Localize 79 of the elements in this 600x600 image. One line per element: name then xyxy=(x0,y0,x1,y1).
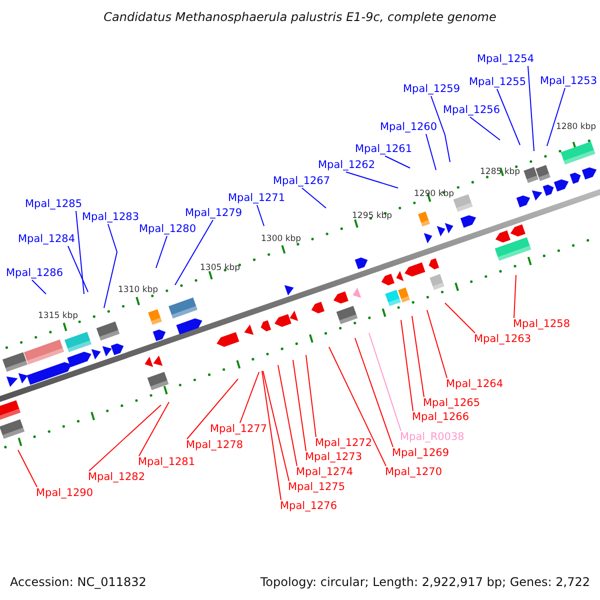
gene-label: Mpal_1271 xyxy=(228,192,286,205)
leader-line xyxy=(302,188,326,208)
leader-line xyxy=(444,302,476,334)
title: Candidatus Methanosphaerula palustris E1-9c, complete genome xyxy=(104,10,496,24)
scale-label: 1310 kbp xyxy=(118,285,158,296)
leader-line xyxy=(76,210,84,294)
gene-label: Mpal_1279 xyxy=(185,207,242,220)
leader-line xyxy=(68,246,88,292)
gene-label: Mpal_1276 xyxy=(280,500,338,513)
gene-label: Mpal_1253 xyxy=(540,75,598,88)
leader-line xyxy=(368,332,402,432)
gene-label: Mpal_1286 xyxy=(6,267,64,280)
gene-label: Mpal_1270 xyxy=(385,466,442,479)
leader-line xyxy=(346,172,398,188)
gene-label: Mpal_1273 xyxy=(305,451,362,464)
leader-line xyxy=(262,370,290,482)
footer-text: Topology: circular; Length: 2,922,917 bp; Genes: 2,722 xyxy=(260,574,590,590)
leader-line xyxy=(156,236,168,268)
gene-label: Mpal_1255 xyxy=(469,76,526,89)
scale-label: 1285 kbp xyxy=(480,167,520,178)
leader-line xyxy=(174,220,214,286)
gene-label: Mpal_1272 xyxy=(315,437,372,450)
gene-label: Mpal_1278 xyxy=(186,439,244,452)
gene-label: Mpal_1266 xyxy=(412,411,470,424)
leader-line xyxy=(262,370,282,500)
leader-line xyxy=(546,88,566,146)
gene-label: Mpal_1277 xyxy=(210,423,268,436)
leader-line xyxy=(528,66,534,152)
leader-line xyxy=(426,134,436,170)
gene-label: Mpal_1267 xyxy=(273,175,330,188)
leader-line xyxy=(32,280,46,294)
gene-label: Mpal_1264 xyxy=(446,378,504,391)
gene-label: Mpal_1259 xyxy=(403,83,460,96)
gene-label: Mpal_1256 xyxy=(443,104,500,117)
leader-line xyxy=(514,274,516,318)
scale-label: 1280 kbp xyxy=(556,122,596,133)
gene-label: Mpal_1290 xyxy=(36,487,94,500)
leader-line xyxy=(384,156,410,168)
gene-label: Mpal_1265 xyxy=(423,397,480,410)
leader-line xyxy=(496,88,520,146)
gene-label: Mpal_1269 xyxy=(392,447,450,460)
gene-label: Mpal_1263 xyxy=(474,333,532,346)
scale-label: 1315 kbp xyxy=(38,311,78,322)
leader-line xyxy=(412,316,424,398)
gene-label: Mpal_1275 xyxy=(288,481,346,494)
scale-label: 1290 kbp xyxy=(414,189,454,200)
gene-label: Mpal_R0038 xyxy=(400,431,464,444)
gene-label: Mpal_1274 xyxy=(296,466,354,479)
leader-line xyxy=(354,338,394,448)
leader-line xyxy=(104,224,118,308)
leader-line xyxy=(88,404,162,472)
gene-label: Mpal_1261 xyxy=(355,143,412,156)
leader-line xyxy=(292,360,306,452)
gene-label: Mpal_1281 xyxy=(138,456,196,469)
footer-text: Accession: NC_011832 xyxy=(10,574,146,590)
gene-label: Mpal_1285 xyxy=(25,198,82,211)
leader-line xyxy=(400,320,414,412)
leader-line xyxy=(306,354,316,438)
gene-label: Mpal_1280 xyxy=(139,223,196,236)
leader-line xyxy=(430,96,450,162)
leader-line xyxy=(138,402,170,456)
leader-line xyxy=(240,372,260,424)
leader-line xyxy=(186,378,238,440)
gene-label: Mpal_1262 xyxy=(318,159,376,172)
leader-line xyxy=(426,310,448,378)
leader-line xyxy=(328,346,386,466)
gene-label: Mpal_1254 xyxy=(477,53,534,66)
scale-label: 1300 kbp xyxy=(261,234,302,245)
gene-label: Mpal_1283 xyxy=(82,211,140,224)
leader-line xyxy=(18,450,38,488)
leader-line xyxy=(470,116,500,140)
gene-label: Mpal_1258 xyxy=(513,318,570,331)
leader-line xyxy=(256,204,264,226)
scale-label: 1295 kbp xyxy=(352,211,392,222)
leader-line xyxy=(278,364,298,466)
scale-label: 1305 kbp xyxy=(200,263,240,274)
gene-label: Mpal_1284 xyxy=(18,233,76,246)
gene-label: Mpal_1282 xyxy=(88,471,146,484)
gene-label: Mpal_1260 xyxy=(380,121,438,134)
